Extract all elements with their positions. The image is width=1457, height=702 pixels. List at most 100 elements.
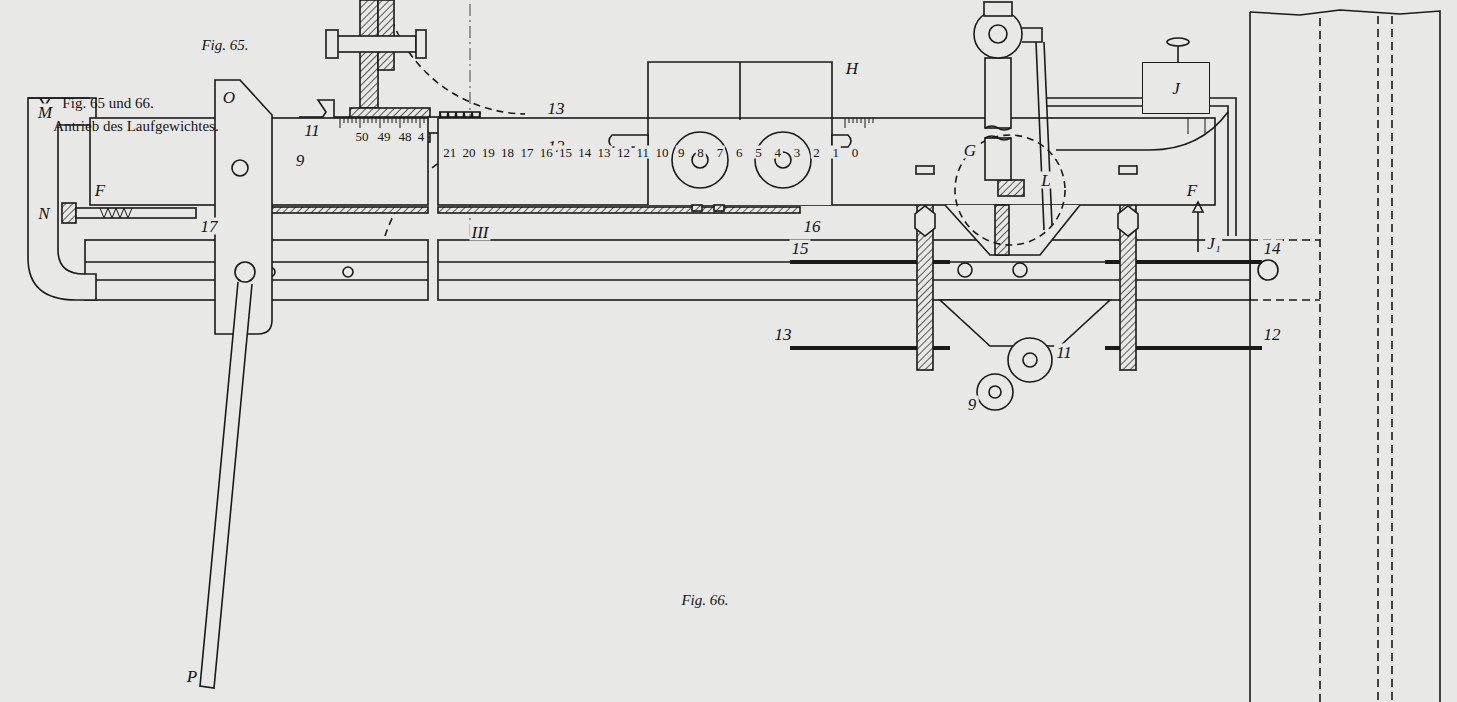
knob bbox=[1167, 38, 1189, 46]
spring-rod bbox=[76, 208, 196, 218]
bracket bbox=[360, 0, 378, 108]
scale-number: 48 bbox=[397, 130, 414, 143]
scale-number: 19 bbox=[480, 146, 497, 159]
figure-title: Fig. 65 und 66. bbox=[62, 95, 153, 112]
nut bbox=[915, 206, 935, 236]
knife-edge bbox=[995, 205, 1009, 255]
clamp bbox=[974, 10, 1022, 58]
scale-number: 16 bbox=[538, 146, 555, 159]
scale-strip bbox=[438, 207, 800, 213]
scale-number: 17 bbox=[518, 146, 535, 159]
bolt-head bbox=[1013, 263, 1027, 277]
gear-outline bbox=[392, 20, 525, 114]
roller bbox=[755, 132, 811, 188]
callout-label: G bbox=[962, 142, 978, 159]
hidden-line bbox=[1391, 16, 1393, 702]
callout-label: F bbox=[93, 182, 107, 199]
lever-rod bbox=[1036, 42, 1052, 230]
callout-label: O bbox=[221, 89, 237, 106]
scale-number: 21 bbox=[441, 146, 458, 159]
callout-label: L bbox=[1039, 172, 1052, 189]
nut bbox=[984, 2, 1012, 16]
lever-body bbox=[1056, 112, 1228, 150]
clamp-arm bbox=[1022, 28, 1042, 42]
scale-number: 2 bbox=[811, 146, 822, 159]
pivot bbox=[998, 180, 1024, 196]
lever-tube bbox=[985, 138, 1011, 180]
callout-label: N bbox=[36, 205, 51, 222]
scale-number: 9 bbox=[676, 146, 687, 159]
callout-label: 14 bbox=[1262, 240, 1283, 257]
scale-number: 14 bbox=[576, 146, 593, 159]
hidden-line bbox=[1319, 18, 1321, 702]
callout-label: 9 bbox=[294, 152, 307, 169]
scale-number: 3 bbox=[792, 146, 803, 159]
carriage bbox=[648, 62, 832, 205]
spring bbox=[100, 208, 132, 218]
scale-number: 5 bbox=[753, 146, 764, 159]
scale-number: 7 bbox=[715, 146, 726, 159]
callout-label: F bbox=[1185, 182, 1199, 199]
figure-label: Fig. 65. bbox=[199, 38, 250, 53]
lever-tube bbox=[985, 58, 1011, 128]
nut bbox=[916, 166, 934, 174]
break-line bbox=[985, 136, 1011, 140]
bracket bbox=[378, 0, 394, 70]
column-wall bbox=[1250, 10, 1440, 702]
pointer bbox=[1193, 202, 1203, 252]
nut bbox=[1118, 206, 1138, 236]
callout-label: P bbox=[185, 668, 199, 685]
scale-number: 15 bbox=[557, 146, 574, 159]
scale-number: 4 bbox=[416, 130, 427, 143]
callout-label: 17 bbox=[199, 218, 220, 235]
bolt-head bbox=[958, 263, 972, 277]
nut bbox=[326, 30, 338, 58]
spring-cap bbox=[62, 203, 76, 223]
pin bbox=[232, 160, 248, 176]
callout-label: 16 bbox=[802, 218, 823, 235]
clip bbox=[714, 205, 724, 211]
clamp-bore bbox=[989, 25, 1007, 43]
callout-label: 13 bbox=[773, 326, 794, 343]
nut bbox=[1119, 166, 1137, 174]
figure-label: Fig. 66. bbox=[679, 593, 730, 608]
scale-number: 50 bbox=[354, 130, 371, 143]
scale-number: 8 bbox=[695, 146, 706, 159]
callout-label: H bbox=[844, 60, 860, 77]
scale-number: 20 bbox=[461, 146, 478, 159]
lever-arm bbox=[1046, 98, 1236, 236]
lever-body bbox=[945, 205, 1080, 255]
bolt bbox=[336, 36, 416, 52]
gear bbox=[1008, 338, 1052, 382]
column-wall bbox=[1249, 12, 1251, 702]
gear-hub bbox=[1023, 353, 1037, 367]
callout-label: 11 bbox=[1054, 344, 1074, 361]
gear-hub bbox=[989, 386, 1001, 398]
hidden-line bbox=[1250, 240, 1320, 300]
hidden-line bbox=[1377, 16, 1379, 702]
callout-label: 9 bbox=[966, 396, 979, 413]
figure-caption: Antrieb des Laufgewichtes. bbox=[53, 118, 218, 135]
scale-number: 49 bbox=[376, 130, 393, 143]
callout-label: J₁ bbox=[1205, 235, 1222, 252]
scale-number: 11 bbox=[634, 146, 651, 159]
break-line bbox=[985, 126, 1011, 130]
gear bbox=[977, 374, 1013, 410]
fig66-drawing bbox=[28, 2, 1440, 702]
scale-number: 4 bbox=[773, 146, 784, 159]
roller bbox=[672, 132, 728, 188]
scale-number: 10 bbox=[654, 146, 671, 159]
bolt bbox=[1188, 118, 1205, 134]
box-letter: J bbox=[1172, 80, 1180, 97]
callout-label: 11 bbox=[302, 122, 322, 139]
weight-box: J bbox=[1142, 62, 1210, 114]
scale-number: 12 bbox=[615, 146, 632, 159]
bolt-head bbox=[343, 267, 353, 277]
scale-number: 18 bbox=[499, 146, 516, 159]
callout-label: 12 bbox=[1262, 326, 1283, 343]
scale-number: 1 bbox=[830, 146, 841, 159]
pin bbox=[235, 262, 255, 282]
scale-number: 13 bbox=[596, 146, 613, 159]
callout-label: III bbox=[470, 224, 491, 241]
callout-label: 13 bbox=[546, 100, 567, 117]
